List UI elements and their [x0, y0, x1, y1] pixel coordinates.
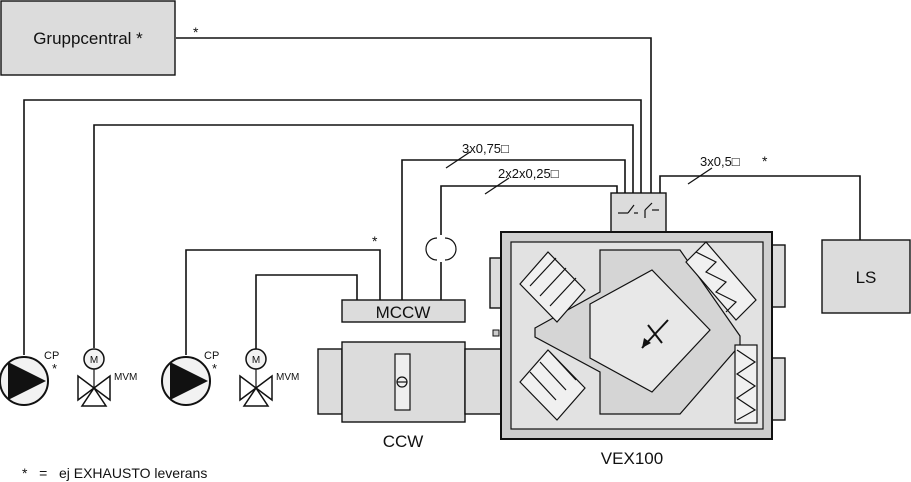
mvm-left-valve-icon: M MVM: [77, 348, 137, 407]
gruppcentral-label: Gruppcentral *: [33, 29, 143, 48]
tick-c3: [687, 167, 713, 185]
mvm-left-m: M: [90, 355, 98, 366]
wire-mvm-right: [255, 274, 358, 350]
cable-label-c3: 3x0,5□: [700, 154, 740, 169]
cp-right-pump-icon: CP *: [161, 350, 219, 406]
star-mccw: *: [372, 233, 378, 249]
sensor-symbol: [425, 237, 457, 261]
mvm-left-label: MVM: [114, 372, 137, 383]
wire-mccw: [401, 159, 626, 300]
wire-mvm-left: [93, 124, 634, 348]
mvm-right-label: MVM: [276, 372, 299, 383]
wire-sensor: [440, 185, 618, 235]
cable-label-c1: 3x0,75□: [462, 141, 509, 156]
legend-text: * = ej EXHAUSTO leverans: [22, 465, 207, 481]
ccw-label: CCW: [383, 432, 424, 451]
ls-label: LS: [856, 268, 877, 287]
wiring-lines: [23, 37, 861, 355]
cp-right-label: CP: [204, 350, 219, 362]
mccw-box: MCCW: [341, 299, 466, 323]
filter-lower: [734, 344, 758, 424]
cable-label-c2: 2x2x0,25□: [498, 166, 559, 181]
wire-cp-right: [185, 249, 381, 355]
star-top: *: [193, 24, 199, 40]
mvm-right-valve-icon: M MVM: [239, 348, 299, 407]
mccw-label: MCCW: [376, 303, 431, 322]
fan-upper: [519, 251, 586, 323]
ls-box: LS: [821, 239, 911, 314]
cp-right-star: *: [212, 361, 217, 376]
mvm-right-m: M: [252, 355, 260, 366]
gruppcentral-box: Gruppcentral *: [0, 0, 176, 76]
ccw-unit: CCW: [317, 329, 502, 451]
damper-symbol: [641, 319, 669, 349]
tick-c1: [445, 151, 471, 169]
wire-ls: [659, 175, 861, 240]
vex-terminal-box: [610, 192, 667, 233]
cp-left-label: CP: [44, 350, 59, 362]
cp-left-star: *: [52, 361, 57, 376]
star-ls: *: [762, 153, 768, 169]
filter-upper: [685, 241, 757, 321]
fan-lower: [519, 349, 586, 421]
cp-left-pump-icon: CP *: [0, 350, 59, 406]
tick-c2: [484, 177, 510, 195]
wire-cp-left: [23, 99, 642, 355]
vex100-unit: VEX100: [489, 231, 786, 468]
wire-gruppcentral: [176, 37, 652, 193]
vex100-label: VEX100: [601, 449, 663, 468]
